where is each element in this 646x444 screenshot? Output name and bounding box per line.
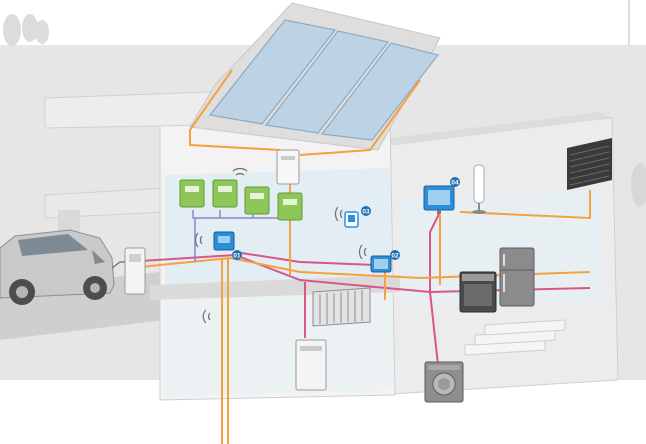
stove-icon[interactable] <box>459 271 497 313</box>
right-wing-roof <box>375 112 612 146</box>
badge-gateway: 01 <box>232 250 242 260</box>
car-icon <box>0 229 125 305</box>
solar-power-line <box>189 69 421 156</box>
solar-panel-icon <box>208 19 337 125</box>
air-conditioner-icon[interactable] <box>567 138 612 190</box>
wireless-signal-icon <box>202 309 211 324</box>
energy-meter-icon[interactable] <box>212 179 238 208</box>
solar-panel-icon <box>264 30 390 134</box>
energy-meter-icon[interactable] <box>244 186 270 215</box>
thermostat-panel-icon[interactable] <box>370 255 392 273</box>
solar-panel-icon <box>320 42 440 141</box>
heat-pump-icon[interactable] <box>295 339 327 391</box>
room-sensor-icon[interactable] <box>344 211 359 228</box>
wireless-signal-icon <box>232 167 248 176</box>
inverter-icon[interactable] <box>276 149 300 185</box>
stairs <box>464 319 566 356</box>
data-line <box>124 211 591 366</box>
badge-label: 03 <box>362 209 370 216</box>
badge-thermostat-panel: 02 <box>390 250 400 260</box>
radiator-icon[interactable] <box>312 287 371 327</box>
fridge-icon[interactable] <box>499 247 535 307</box>
energy-meter-icon[interactable] <box>277 192 303 221</box>
solar-panel-array <box>208 19 440 141</box>
ev-charger-icon[interactable] <box>124 247 146 295</box>
wireless-signal-icon <box>194 232 203 248</box>
floor-lamp-icon[interactable] <box>472 164 486 214</box>
washing-machine-icon[interactable] <box>424 361 464 403</box>
left-roof-overhang <box>44 91 211 129</box>
pole <box>628 0 630 45</box>
badge-display-panel: 04 <box>450 177 460 187</box>
energy-meter-group <box>179 179 303 221</box>
tree-silhouette-left <box>3 14 49 46</box>
badge-label: 02 <box>391 253 399 260</box>
wireless-signal-icon <box>358 244 367 260</box>
energy-meter-icon[interactable] <box>179 179 205 208</box>
tree-silhouette-right <box>631 163 646 207</box>
wireless-signal-icon <box>334 206 343 222</box>
tv-icon[interactable] <box>423 185 455 214</box>
badge-room-sensor: 03 <box>361 206 371 216</box>
badge-label: 04 <box>451 180 459 187</box>
smart-gateway-icon[interactable] <box>213 231 235 251</box>
badge-label: 01 <box>233 253 241 260</box>
